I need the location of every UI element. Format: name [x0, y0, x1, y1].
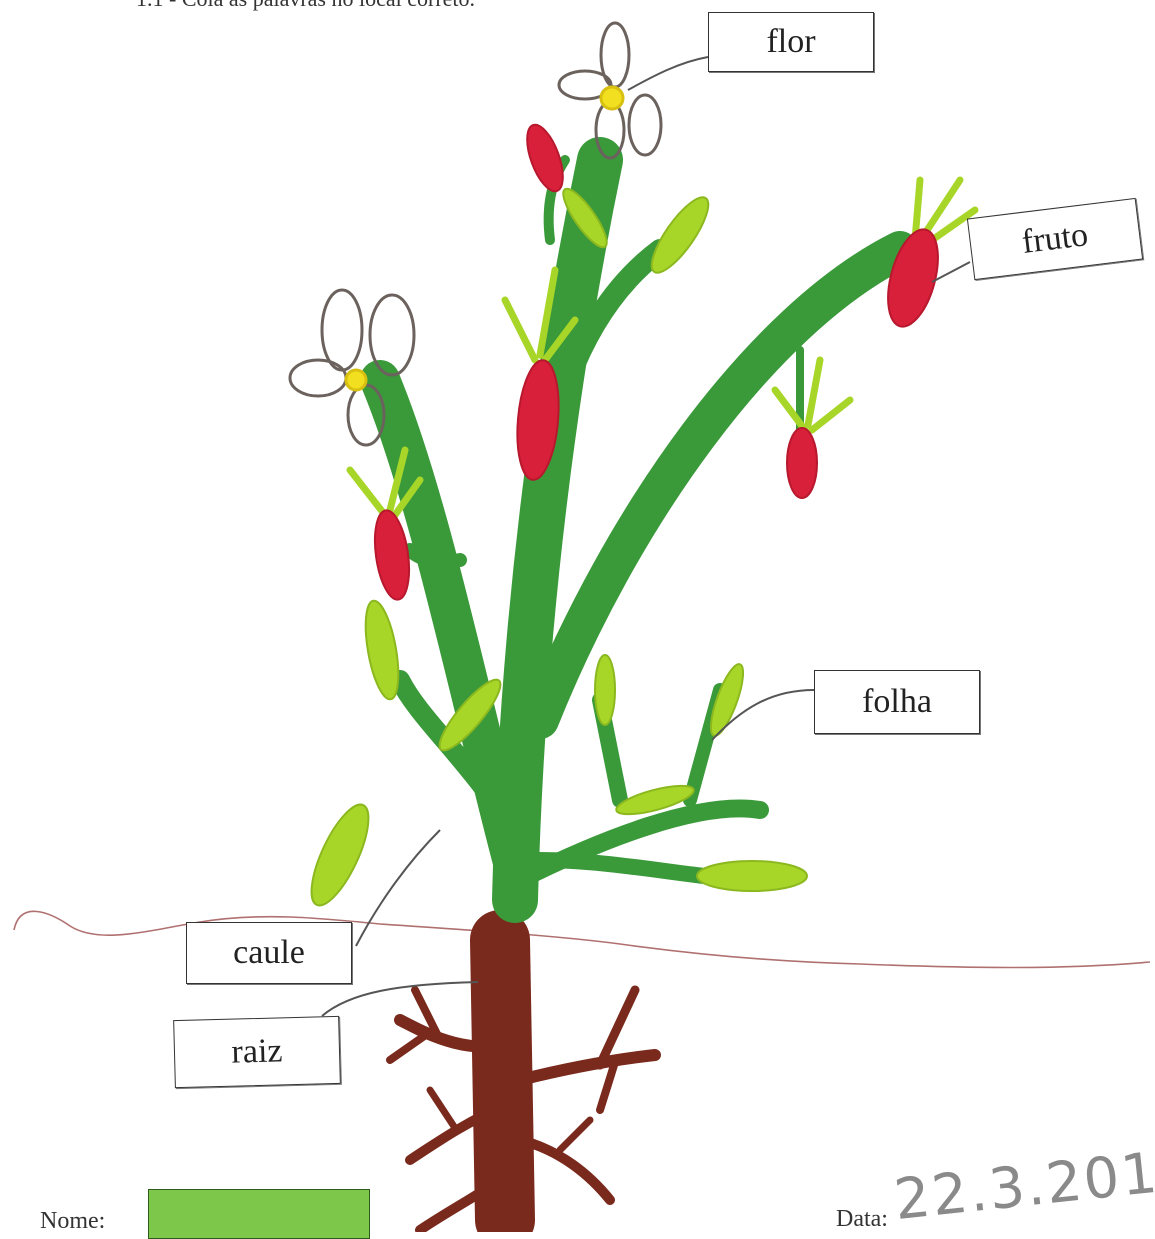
name-label: Nome:	[40, 1208, 105, 1235]
ground-line	[14, 911, 1150, 967]
label-flor[interactable]: flor	[708, 12, 874, 72]
label-folha[interactable]: folha	[814, 670, 980, 734]
instruction-text: 1.1 - Cola as palavras no local correto.	[136, 0, 475, 12]
stems	[380, 160, 900, 900]
flower-top	[559, 23, 661, 158]
label-raiz[interactable]: raiz	[173, 1016, 341, 1088]
date-label: Data:	[836, 1206, 888, 1233]
label-caule[interactable]: caule	[186, 922, 352, 984]
fruits	[370, 120, 947, 601]
